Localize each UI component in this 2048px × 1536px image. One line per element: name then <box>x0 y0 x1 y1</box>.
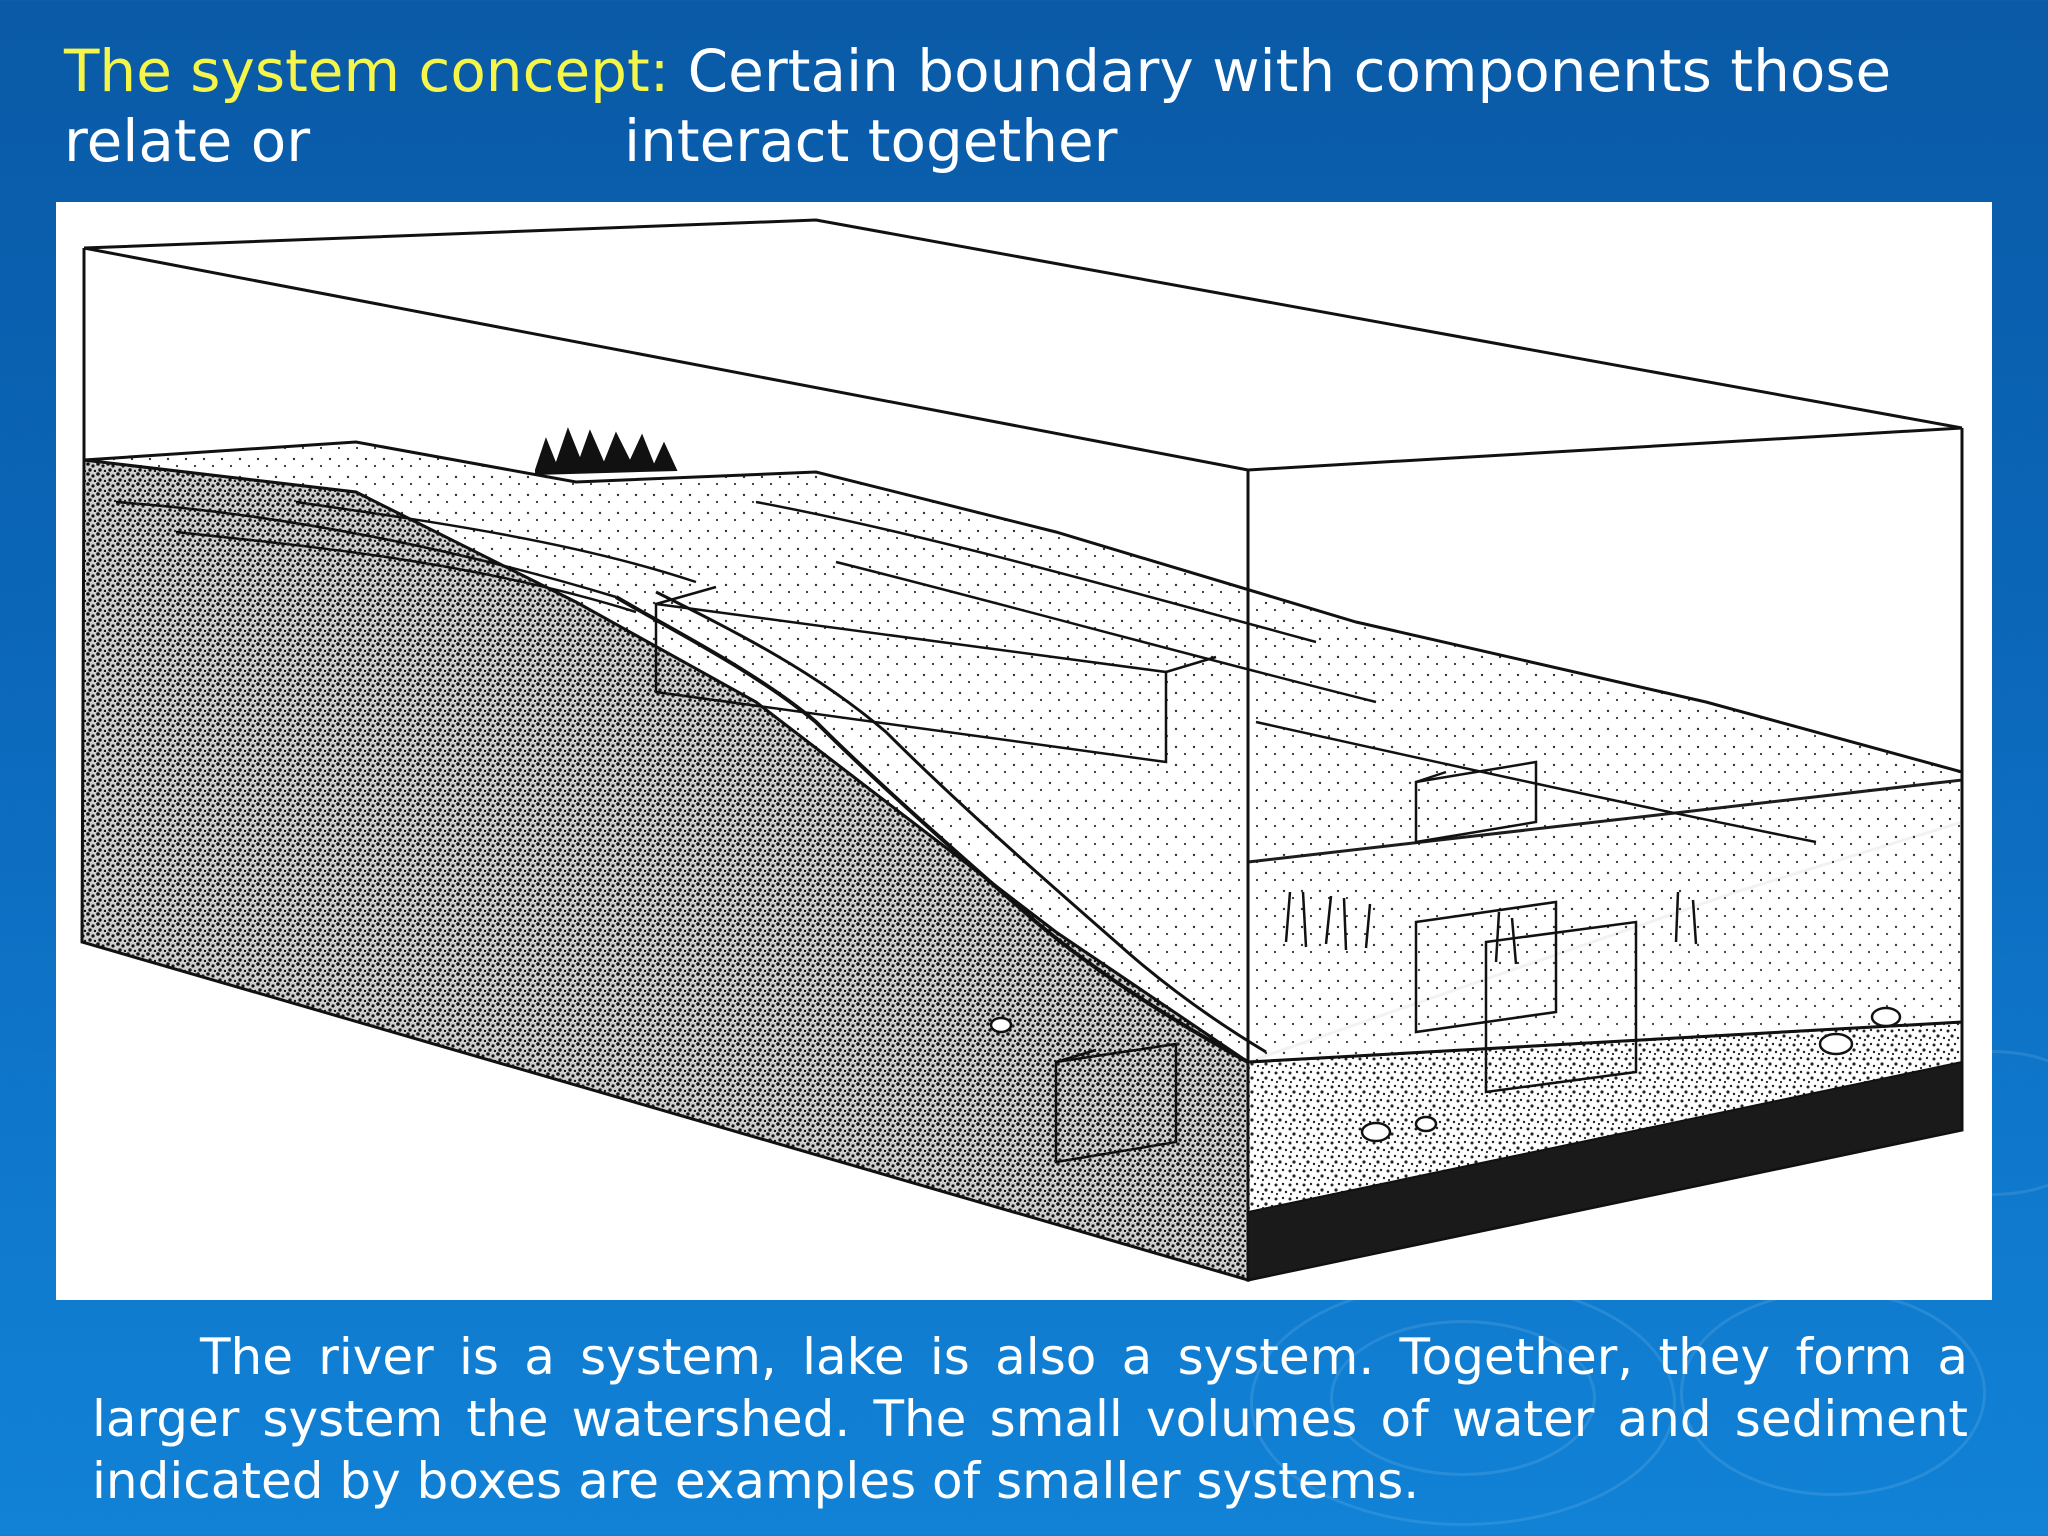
terrace-line <box>1255 720 1817 844</box>
hilltop-trees <box>535 427 678 476</box>
small-system-box-river <box>654 585 1217 764</box>
watershed-diagram-panel <box>56 202 1992 1300</box>
small-system-box-floodplain <box>1054 1042 1178 1164</box>
system-boundary-box <box>82 218 1964 1280</box>
slide-title: The system concept: Certain boundary wit… <box>64 36 1994 176</box>
caption-paragraph: The river is a system, lake is also a sy… <box>92 1328 1968 1510</box>
terrace-line <box>115 500 617 599</box>
title-definition-line1: Certain boundary with components those r… <box>64 37 1892 175</box>
title-key-term: The system concept: <box>64 37 670 105</box>
terrace-line <box>175 530 637 614</box>
river-channel <box>614 595 1249 1064</box>
lake-weeds <box>1284 891 1698 965</box>
terrace-line <box>755 500 1317 644</box>
water-ripple-decoration <box>1330 1320 1596 1476</box>
small-system-box-lake-water <box>1414 900 1638 1094</box>
terrace-line <box>295 500 697 584</box>
pebbles <box>989 1006 1902 1143</box>
title-definition-line2: interact together <box>624 107 1118 175</box>
river-bank <box>655 590 1267 1054</box>
watershed-block-diagram <box>80 218 1964 1282</box>
terrace-line <box>835 560 1377 704</box>
small-system-box-lake-shore <box>1414 760 1538 844</box>
